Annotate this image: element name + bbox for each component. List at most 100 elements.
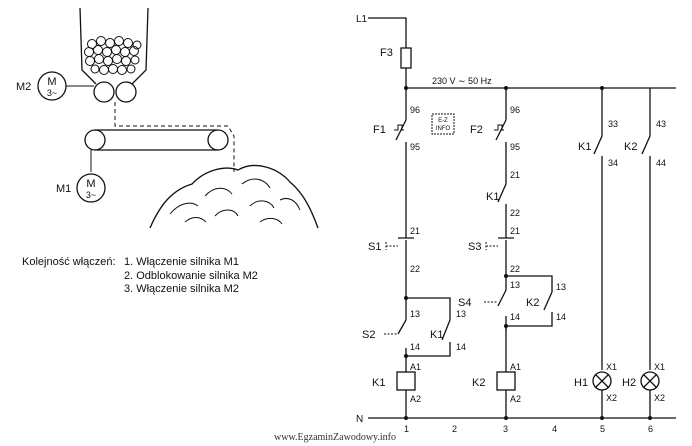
f1-label: F1 xyxy=(373,124,386,136)
k1-interlock-pin-bottom: 22 xyxy=(510,208,520,218)
svg-text:INFO: INFO xyxy=(436,126,451,132)
f2-pin-bottom: 95 xyxy=(510,142,520,152)
logo-ez-info: E-Z INFO xyxy=(431,113,455,135)
s3-label: S3 xyxy=(468,241,481,253)
sequence-step: 1. Włączenie silnika M1 xyxy=(124,256,239,268)
motor-m1-phase: 3~ xyxy=(86,190,96,200)
signal-contact-k1 xyxy=(593,128,603,370)
k2-coil-a1: A1 xyxy=(510,362,521,372)
sequence-heading: Kolejność włączeń: xyxy=(22,256,116,268)
s2-label: S2 xyxy=(362,329,375,341)
conveyor-belt xyxy=(84,129,229,151)
s2-pin-top: 13 xyxy=(410,309,420,319)
fuse-label: F3 xyxy=(380,47,393,59)
pushbutton-s1 xyxy=(398,228,414,266)
h2-pin-bottom: X2 xyxy=(654,393,665,403)
k1-coil-a2: A2 xyxy=(410,394,421,404)
f2-label: F2 xyxy=(470,124,483,136)
k2-coil-label: K2 xyxy=(472,377,485,389)
h1-label: H1 xyxy=(574,377,588,389)
k1-coil-a1: A1 xyxy=(410,362,421,372)
s2-pin-bottom: 14 xyxy=(410,342,420,352)
neutral-label: N xyxy=(356,414,363,425)
s3-pin-top: 21 xyxy=(510,226,520,236)
k1-signal-pin-top: 33 xyxy=(608,119,618,129)
motor-m1-icon xyxy=(76,173,106,203)
k2-signal-label: K2 xyxy=(624,141,637,153)
lamp-h2-icon xyxy=(640,371,660,391)
svg-text:2: 2 xyxy=(452,424,457,434)
svg-text:E-Z: E-Z xyxy=(438,118,448,124)
svg-text:5: 5 xyxy=(600,424,605,434)
f1-pin-top: 96 xyxy=(410,105,420,115)
s4-pin-top: 13 xyxy=(510,280,520,290)
material-path xyxy=(114,102,235,172)
k1-interlock-label: K1 xyxy=(486,191,499,203)
phase-label: L1 xyxy=(356,14,368,25)
svg-text:4: 4 xyxy=(552,424,557,434)
motor-m1-letter: M xyxy=(86,178,95,190)
svg-text:6: 6 xyxy=(648,424,653,434)
crusher-roller-left xyxy=(93,81,115,103)
s1-label: S1 xyxy=(368,241,381,253)
h1-pin-top: X1 xyxy=(606,362,617,372)
k1-hold-pin-bottom: 14 xyxy=(456,342,466,352)
interlock-k1 xyxy=(497,172,507,228)
s1-pin-top: 21 xyxy=(410,226,420,236)
k1-signal-pin-bottom: 34 xyxy=(608,158,618,168)
k1-hold-label: K1 xyxy=(430,329,443,341)
f1-pin-bottom: 95 xyxy=(410,142,420,152)
control-circuit: L1 F3 230 V ∼ 50 Hz 96 F1 95 E-Z INFO 21… xyxy=(356,14,676,434)
k2-hold-pin-top: 13 xyxy=(556,282,566,292)
footer-watermark: www.EgzaminZawodowy.info xyxy=(274,432,397,443)
signal-contact-k2 xyxy=(641,128,651,370)
crusher-roller-right xyxy=(115,81,137,103)
fuse-f3 xyxy=(400,47,412,69)
k2-hold-label: K2 xyxy=(526,297,539,309)
relay-f2-symbol xyxy=(494,124,504,131)
coil-k1 xyxy=(396,371,416,391)
sequence-step: 3. Włączenie silnika M2 xyxy=(124,283,239,295)
k2-signal-pin-top: 43 xyxy=(656,119,666,129)
heap-texture xyxy=(169,178,301,225)
holding-contact-k1 xyxy=(406,310,451,357)
supply-label: 230 V ∼ 50 Hz xyxy=(432,76,492,86)
coil-k2 xyxy=(496,371,516,391)
s4-pin-bottom: 14 xyxy=(510,312,520,322)
h2-label: H2 xyxy=(622,377,636,389)
motor-m1-label: M1 xyxy=(56,183,71,195)
column-numbers: 1 2 3 4 5 6 xyxy=(404,424,653,434)
relay-f2-contact xyxy=(495,112,507,160)
k1-coil-label: K1 xyxy=(372,377,385,389)
hopper xyxy=(79,7,149,85)
sequence-list: 1. Włączenie silnika M1 2. Odblokowanie … xyxy=(124,256,324,297)
s3-pin-bottom: 22 xyxy=(510,264,520,274)
k2-signal-pin-bottom: 44 xyxy=(656,158,666,168)
machine-illustration: M 3~ M2 M 3~ M1 xyxy=(16,7,319,229)
holding-contact-k2 xyxy=(506,284,553,327)
motor-m2-label: M2 xyxy=(16,81,31,93)
h2-pin-top: X1 xyxy=(654,362,665,372)
pushbutton-s2 xyxy=(397,298,407,356)
k1-interlock-pin-top: 21 xyxy=(510,170,520,180)
pushbutton-s3 xyxy=(498,228,514,266)
motor-m2-phase: 3~ xyxy=(47,88,57,98)
h1-pin-bottom: X2 xyxy=(606,393,617,403)
sequence-step: 2. Odblokowanie silnika M2 xyxy=(124,269,258,282)
lamp-h1-icon xyxy=(592,371,612,391)
k2-hold-pin-bottom: 14 xyxy=(556,312,566,322)
pushbutton-s4 xyxy=(497,276,507,330)
f2-pin-top: 96 xyxy=(510,105,520,115)
relay-f1-contact xyxy=(395,112,407,160)
svg-text:3: 3 xyxy=(503,424,508,434)
svg-text:1: 1 xyxy=(404,424,409,434)
motor-m2-letter: M xyxy=(47,76,56,88)
material-heap xyxy=(149,165,319,229)
relay-f1-symbol xyxy=(394,124,404,131)
s4-label: S4 xyxy=(458,297,471,309)
hopper-material xyxy=(84,36,142,75)
k2-coil-a2: A2 xyxy=(510,394,521,404)
s1-pin-bottom: 22 xyxy=(410,264,420,274)
phase-line xyxy=(368,17,407,48)
